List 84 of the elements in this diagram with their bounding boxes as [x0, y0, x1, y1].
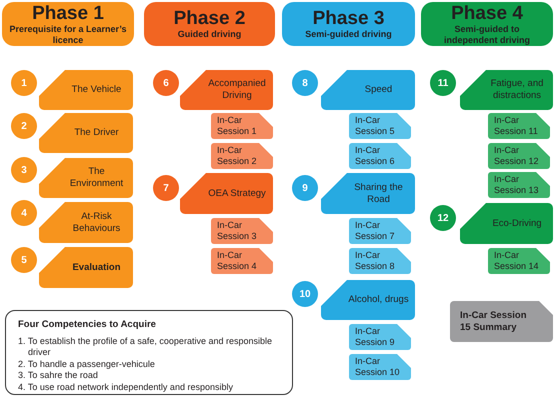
number-circle: 3: [11, 157, 37, 183]
number-circle: 2: [11, 113, 37, 139]
session-box: [488, 248, 550, 274]
session-box: [349, 324, 411, 350]
box-label: In-Car Session 14: [494, 250, 540, 272]
box-label: In-Car Session 13: [494, 174, 540, 196]
panel-heading: Four Competencies to Acquire: [18, 319, 156, 330]
number-circle: 10: [292, 281, 318, 307]
number-circle: 11: [430, 70, 456, 96]
phase-title: Phase 2: [174, 8, 246, 29]
box-label: In-Car Session 12: [494, 145, 540, 167]
module-box: [39, 247, 133, 288]
number-circle: 4: [11, 200, 37, 226]
phase-title: Phase 4: [451, 2, 523, 24]
phase-header: [282, 2, 415, 46]
module-box: [460, 203, 553, 244]
list-item: 2. To handle a passenger-vehicule: [18, 358, 155, 370]
box-label: In-Car Session 15 Summary: [460, 310, 528, 334]
number-circle: 6: [153, 70, 179, 96]
box-label: The Vehicle: [72, 84, 122, 96]
session-box: [211, 218, 273, 244]
module-box: [321, 280, 415, 320]
number-circle: 8: [292, 70, 318, 96]
phase-subtitle: Semi-guided to independent driving: [442, 24, 531, 46]
session-box: [349, 248, 411, 274]
phase-title: Phase 1: [32, 2, 104, 24]
module-box: [321, 173, 415, 214]
box-label: OEA Strategy: [208, 188, 266, 200]
module-box: [321, 70, 415, 110]
box-label: Accompanied Driving: [207, 78, 267, 102]
list-item: 4. To use road network independently and responsibly: [18, 382, 233, 393]
phase-subtitle: Prerequisite for a Learner’s licence: [8, 24, 128, 46]
session-box: [488, 172, 550, 198]
phase-header: [421, 2, 553, 46]
phase-subtitle: Guided driving: [176, 29, 242, 40]
number-circle: 7: [153, 175, 179, 201]
list-item: 3. To sahre the road: [18, 370, 98, 382]
box-label: In-Car Session 6: [355, 145, 396, 167]
module-box: [39, 70, 133, 110]
box-label: In-Car Session 3: [217, 220, 258, 242]
module-box: [39, 202, 133, 243]
box-label: The Environment: [68, 166, 124, 190]
box-label: In-Car Session 9: [355, 326, 396, 348]
session-box: [349, 143, 411, 169]
box-label: At-Risk Behaviours: [72, 210, 122, 234]
box-label: In-Car Session 11: [494, 115, 539, 137]
number-circle: 5: [11, 247, 37, 273]
box-label: In-Car Session 4: [217, 250, 258, 272]
session-box: [488, 143, 550, 169]
module-box: [180, 70, 273, 110]
box-label: Evaluation: [72, 262, 121, 274]
phase-subtitle: Semi-guided driving: [304, 29, 393, 40]
module-box: [39, 113, 133, 153]
box-label: In-Car Session 1: [217, 115, 258, 137]
phase-title: Phase 3: [312, 8, 384, 29]
list-item: 1. To establish the profile of a safe, cooperative and responsible driver: [18, 336, 273, 358]
box-label: Fatigue, and distractions: [490, 78, 544, 102]
box-label: Speed: [364, 84, 392, 96]
box-label: In-Car Session 5: [355, 115, 396, 137]
box-label: In-Car Session 7: [355, 220, 396, 242]
session-box: [349, 354, 411, 380]
box-label: In-Car Session 8: [355, 250, 396, 272]
session-box: [349, 113, 411, 139]
box-label: In-Car Session 2: [217, 145, 258, 167]
number-circle: 1: [11, 70, 37, 96]
number-circle: 12: [430, 205, 456, 231]
session-box: [211, 248, 273, 274]
box-label: The Driver: [74, 127, 119, 139]
session-box: [211, 143, 273, 169]
session-box: [349, 218, 411, 244]
module-box: [39, 158, 133, 198]
number-circle: 9: [292, 175, 318, 201]
box-label: Eco-Driving: [492, 218, 542, 230]
phase-header: [2, 2, 134, 46]
module-box: [180, 173, 273, 214]
phase-header: [144, 2, 275, 46]
competencies-panel: [5, 310, 293, 395]
box-label: Alcohol, drugs: [348, 294, 409, 306]
box-label: In-Car Session 10: [355, 356, 401, 378]
module-box: [460, 70, 553, 110]
box-label: Sharing the Road: [353, 182, 404, 206]
session-box: [211, 113, 273, 139]
session-box: [488, 113, 550, 139]
summary-box: [450, 301, 553, 342]
